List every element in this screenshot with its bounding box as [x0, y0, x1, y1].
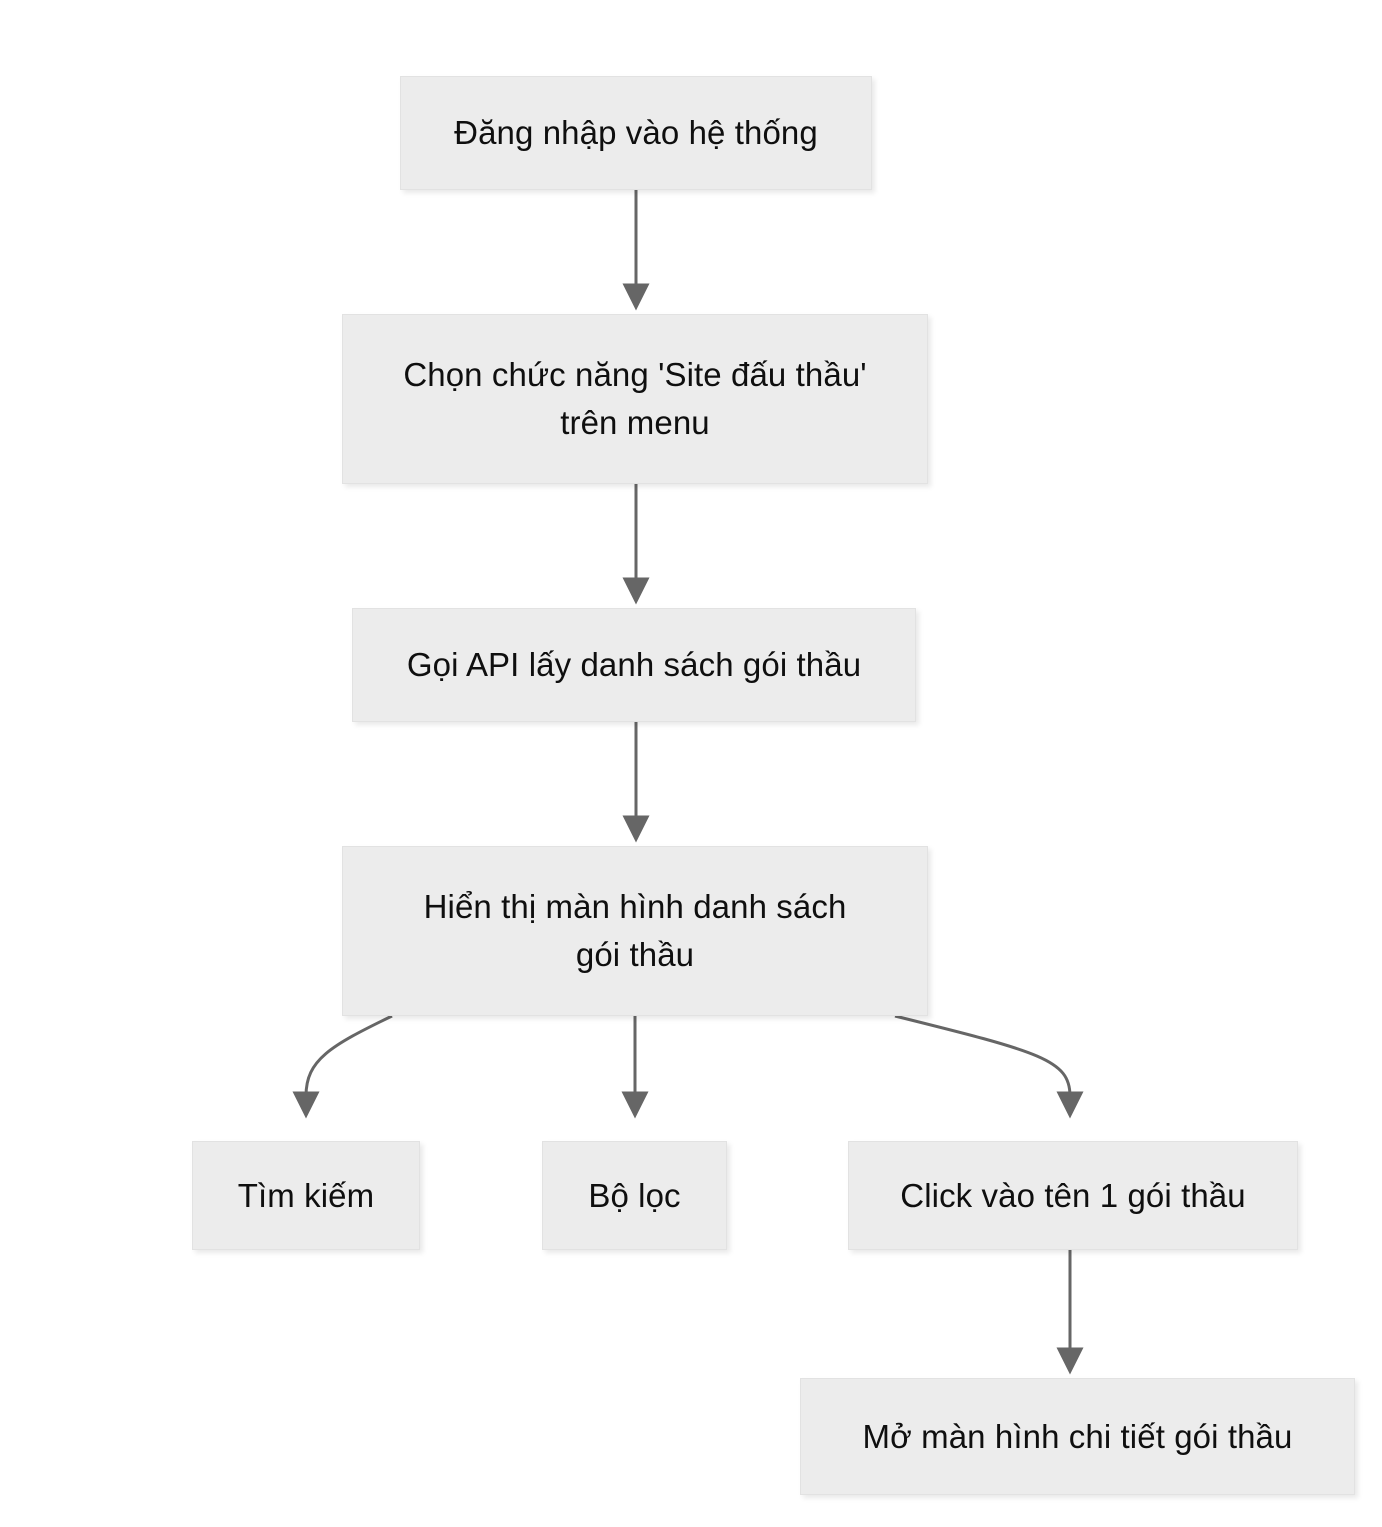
node-filter-label: Bộ lọc — [588, 1176, 681, 1214]
node-search-label: Tìm kiếm — [237, 1176, 375, 1214]
node-call-api-label: Gọi API lấy danh sách gói thầu — [406, 646, 862, 684]
edge-show-list-to-search — [292, 1014, 393, 1119]
node-detail-label: Mở màn hình chi tiết gói thầu — [862, 1417, 1293, 1455]
node-show-list-label: Hiển thị màn hình danh sách gói thầu — [423, 888, 847, 973]
node-login[interactable]: Đăng nhập vào hệ thống — [400, 76, 872, 190]
node-call-api[interactable]: Gọi API lấy danh sách gói thầu — [352, 608, 916, 722]
node-filter[interactable]: Bộ lọc — [542, 1141, 727, 1250]
node-select-menu[interactable]: Chọn chức năng 'Site đấu thầu' trên menu — [342, 314, 928, 484]
node-click-name[interactable]: Click vào tên 1 gói thầu — [848, 1141, 1298, 1250]
node-show-list[interactable]: Hiển thị màn hình danh sách gói thầu — [342, 846, 928, 1016]
node-search[interactable]: Tìm kiếm — [192, 1141, 420, 1250]
node-click-name-label: Click vào tên 1 gói thầu — [900, 1176, 1246, 1214]
node-login-label: Đăng nhập vào hệ thống — [454, 114, 818, 152]
node-detail[interactable]: Mở màn hình chi tiết gói thầu — [800, 1378, 1355, 1495]
edge-show-list-to-click-name — [894, 1014, 1084, 1119]
node-select-menu-label: Chọn chức năng 'Site đấu thầu' trên menu — [403, 356, 867, 441]
